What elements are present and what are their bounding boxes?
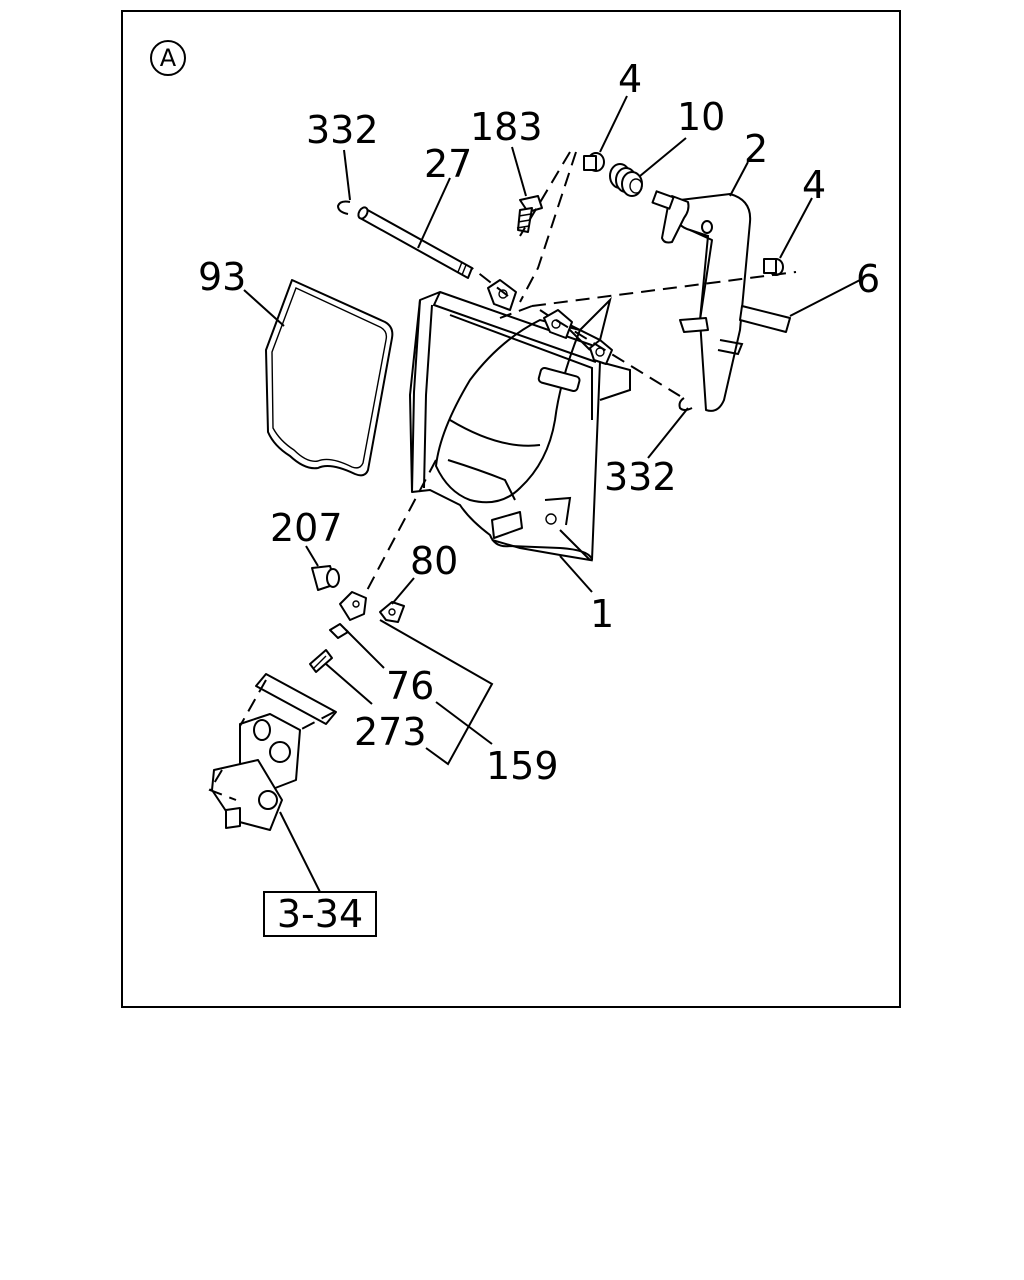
part-332-clip-right xyxy=(678,397,693,411)
part-1-bracket xyxy=(409,279,631,562)
part-clevis xyxy=(339,591,367,621)
part-93-cover xyxy=(265,279,394,477)
part-332-clip-top xyxy=(336,200,351,215)
callout-27: 27 xyxy=(424,142,472,186)
callout-4-top: 4 xyxy=(618,57,642,101)
section-marker: A xyxy=(150,40,186,76)
diagram-frame xyxy=(121,10,901,1008)
reference-box-label: 3-34 xyxy=(277,892,363,936)
callout-80: 80 xyxy=(410,539,458,583)
callout-332-right: 332 xyxy=(604,455,677,499)
callout-332-top: 332 xyxy=(306,108,379,152)
part-76-nut xyxy=(329,623,349,639)
callout-273: 273 xyxy=(354,710,427,754)
part-2-pedal-arm xyxy=(651,190,752,412)
callout-207: 207 xyxy=(270,506,343,550)
callout-6: 6 xyxy=(856,257,880,301)
callout-10: 10 xyxy=(677,95,725,139)
part-183-bolt xyxy=(516,195,543,233)
callout-183: 183 xyxy=(470,105,543,149)
part-master-cylinder xyxy=(211,673,337,831)
part-27-pin xyxy=(357,206,473,279)
part-273-rod xyxy=(309,649,333,673)
callout-1: 1 xyxy=(590,592,614,636)
callout-2: 2 xyxy=(744,127,768,171)
callout-76: 76 xyxy=(386,664,434,708)
leader-lines xyxy=(243,95,861,893)
callouts: 332 183 4 10 2 4 27 6 93 332 207 80 1 76… xyxy=(198,57,880,788)
callout-4-right: 4 xyxy=(802,163,826,207)
part-4-bushing-right xyxy=(763,258,784,276)
part-4-bushing-top xyxy=(583,152,605,172)
part-207-bolt xyxy=(311,565,340,591)
reference-box-3-34[interactable]: 3-34 xyxy=(263,891,377,937)
section-marker-letter: A xyxy=(160,44,177,72)
assembly-lines xyxy=(208,151,797,801)
part-10-spring xyxy=(609,163,643,197)
callout-93: 93 xyxy=(198,255,246,299)
part-80-clip xyxy=(379,601,405,623)
callout-159: 159 xyxy=(486,744,559,788)
part-6-pedal-pad xyxy=(739,305,791,333)
